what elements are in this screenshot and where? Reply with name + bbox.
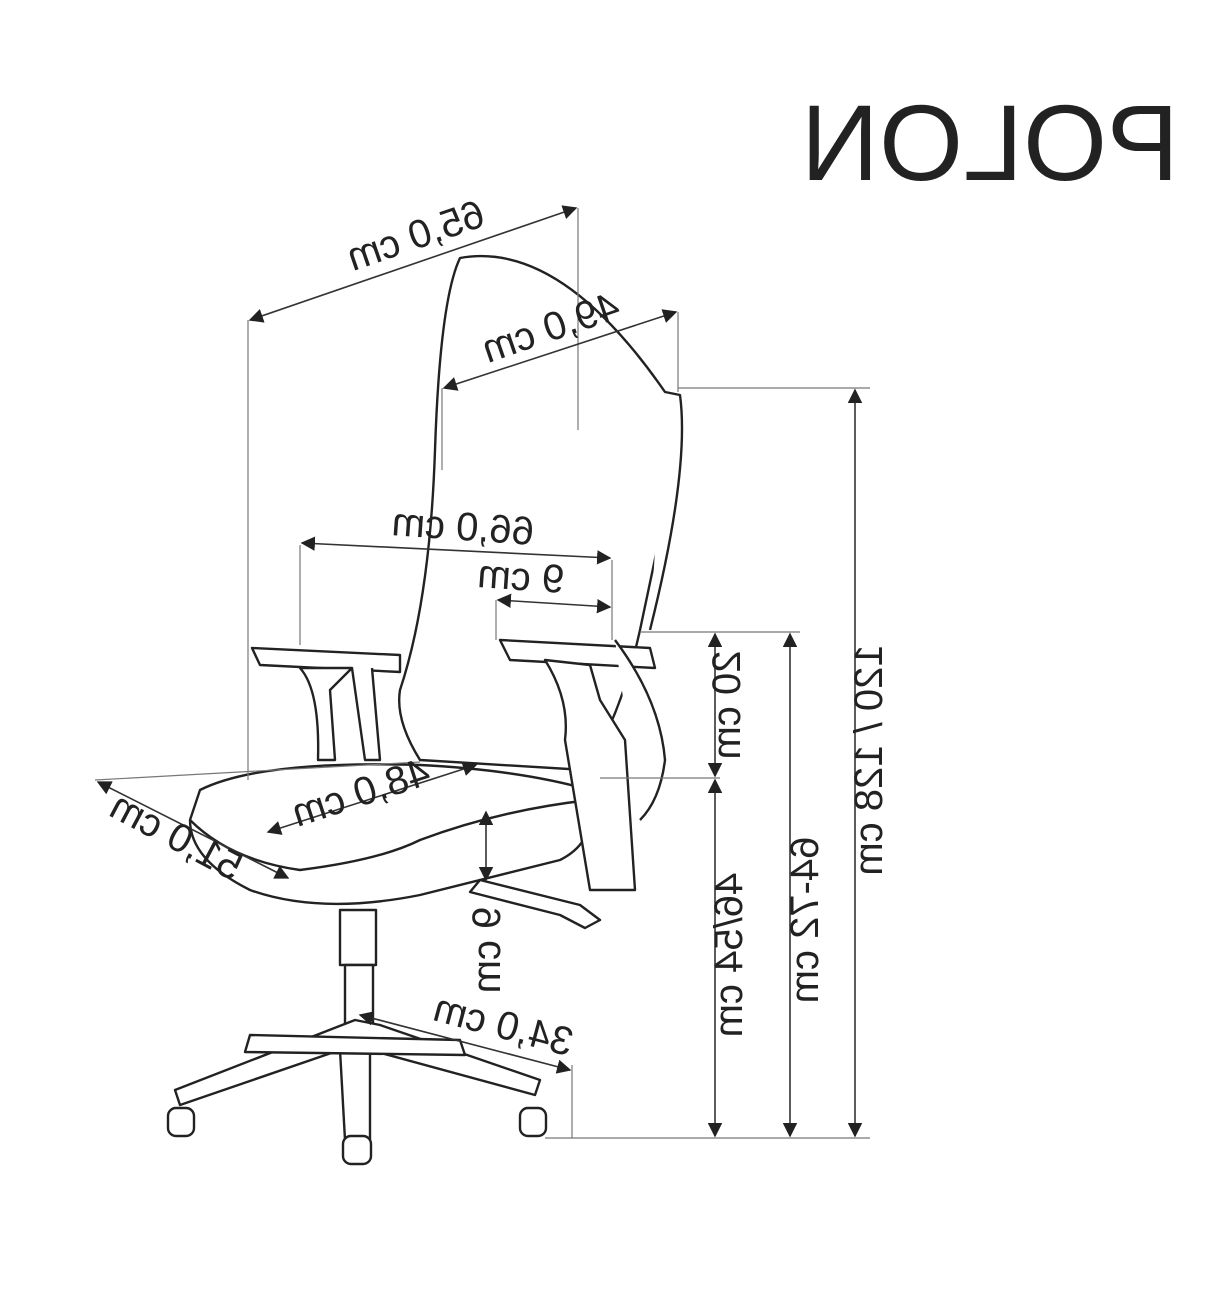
chair-outline [166, 254, 684, 1166]
product-title: POLON [801, 82, 1179, 203]
dimension-lines [96, 205, 863, 1138]
label-total-height: 120 / 128 cm [847, 644, 891, 875]
label-armrest-height: 64-72 cm [783, 837, 827, 1004]
label-armrest-height-above-seat: 20 cm [705, 651, 749, 760]
label-armrest-offset: 9 cm [476, 552, 566, 602]
label-seat-height: 46/54 cm [707, 873, 751, 1038]
label-seat-adjust: 9 cm [465, 907, 509, 994]
label-total-width: 66,0 cm [390, 500, 535, 554]
